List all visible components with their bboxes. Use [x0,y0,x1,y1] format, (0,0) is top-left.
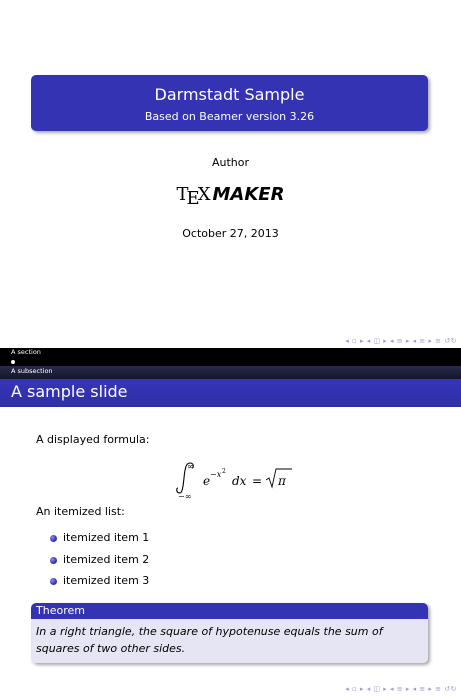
svg-text:=: = [252,474,262,488]
list-item: itemized item 1 [50,531,149,553]
navigation-symbols[interactable]: ◂ ▫ ▸ ◂ ◫ ▸ ◂ ≡ ▸ ◂ ≡ ▸ ≡ ↺↻ [345,685,457,693]
theorem-body: In a right triangle, the square of hypot… [31,619,428,663]
bullet-icon [50,578,57,585]
section-link[interactable]: A section [11,348,41,356]
svg-text:−∞: −∞ [178,492,191,500]
displayed-formula: ∞ −∞ e −x 2 dx = π [176,462,292,500]
theorem-text: In a right triangle, the square of hypot… [36,625,383,655]
list-intro: An itemized list: [36,505,125,518]
svg-text:2: 2 [222,468,226,475]
subsection-bar [0,366,461,379]
bullet-icon [50,556,57,564]
theorem-title: Theorem [36,604,85,617]
theorem-title-bar: Theorem [31,603,428,619]
svg-text:−x: −x [210,470,222,479]
date: October 27, 2013 [182,227,279,240]
frame-dot-icon[interactable] [11,360,15,364]
bullet-icon [50,535,57,542]
svg-text:dx: dx [232,474,247,488]
title-slide: Darmstadt Sample Based on Beamer version… [31,75,457,345]
svg-text:π: π [277,474,287,488]
list-item: itemized item 2 [50,553,149,575]
sample-slide: A section A subsection A sample slide A … [0,348,461,696]
presentation-title: Darmstadt Sample [154,85,305,104]
theorem-block: Theorem In a right triangle, the square … [31,603,428,663]
navigation-symbols[interactable]: ◂ ▫ ▸ ◂ ◫ ▸ ◂ ≡ ▸ ◂ ≡ ▸ ≡ ↺↻ [345,337,457,345]
svg-text:∞: ∞ [187,462,194,471]
headline-bar: A section A subsection [0,348,461,379]
svg-text:e: e [203,474,210,488]
formula-intro: A displayed formula: [36,433,150,446]
author: Author [211,156,250,169]
presentation-subtitle: Based on Beamer version 3.26 [144,110,315,123]
list-item: itemized item 3 [50,574,149,596]
title-box: Darmstadt Sample Based on Beamer version… [31,75,428,131]
frame-title-bar: A sample slide [0,379,461,407]
itemized-list: itemized item 1 itemized item 2 itemized… [50,531,149,596]
subsection-link[interactable]: A subsection [11,367,53,375]
frame-title: A sample slide [11,382,128,401]
